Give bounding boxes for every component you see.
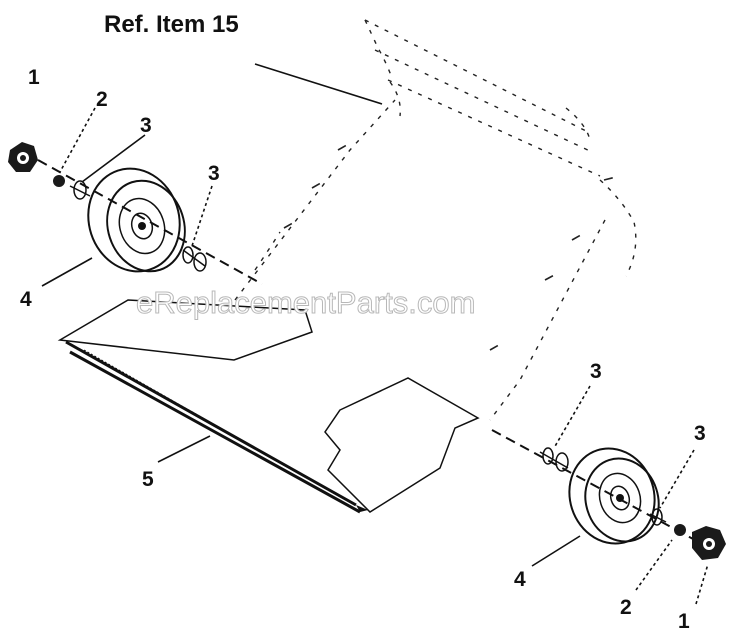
left-spacer-inner [182,246,207,272]
left-bracket-plate [57,299,313,361]
right-bracket-plate [324,377,480,513]
right-spacer-inner [539,447,569,472]
right-washer [674,524,686,536]
callout-leaders [41,107,709,605]
drum-housing-outline [234,19,637,421]
right-wheel [568,447,660,545]
callout-left-spacer-outer: 3 [140,114,152,137]
callout-left-spacer-inner: 3 [208,162,220,185]
axle-rod [65,340,368,514]
left-spacer-outer [69,180,91,200]
callout-right-washer: 2 [620,596,632,619]
callout-right-wheel: 4 [514,568,526,591]
callout-left-nut: 1 [28,66,40,89]
ref-item-label: Ref. Item 15 [104,11,239,38]
callout-left-washer: 2 [96,88,108,111]
ref-leader-line [254,63,383,105]
callout-right-spacer-outer: 3 [694,422,706,445]
left-axis-line [37,159,263,285]
left-lock-nut [8,142,38,172]
right-axis-line [491,429,707,547]
callout-left-wheel: 4 [20,288,32,311]
watermark: eReplacementParts.com [136,285,475,320]
right-spacer-outer [649,508,667,526]
callout-axle: 5 [142,468,154,491]
left-wheel [87,167,186,273]
callout-right-nut: 1 [678,610,690,633]
left-washer [53,175,65,187]
right-lock-nut [692,526,726,560]
callout-right-spacer-inner: 3 [590,360,602,383]
